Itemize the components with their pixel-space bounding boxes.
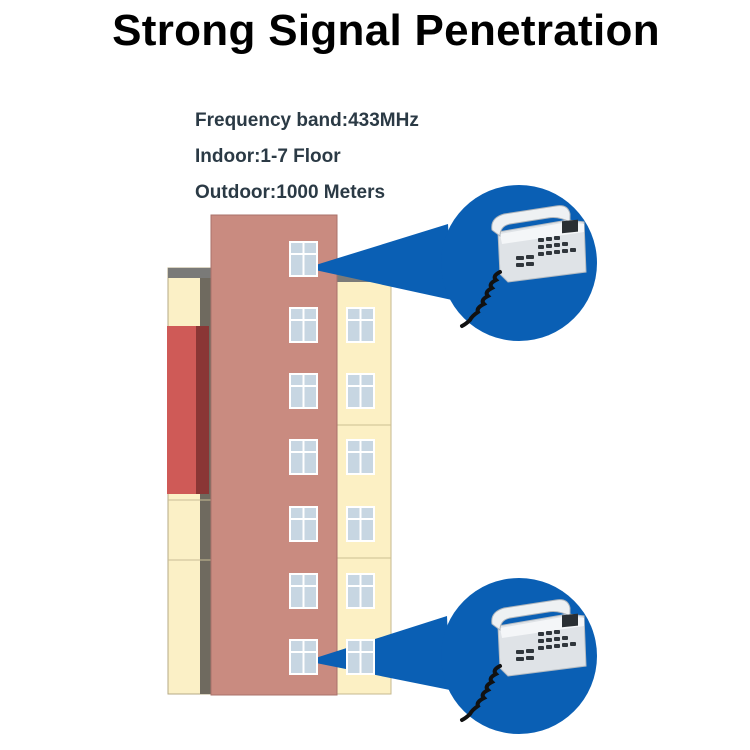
signal-beam-top — [306, 224, 452, 300]
signal-beam-bottom — [306, 616, 450, 690]
outdoor-range-label: Outdoor:1000 Meters — [195, 182, 386, 203]
indoor-range-label: Indoor:1-7 Floor — [195, 146, 341, 167]
page-title: Strong Signal Penetration — [112, 6, 660, 55]
main-tower — [210, 214, 338, 696]
frequency-band-label: Frequency band:433MHz — [195, 110, 419, 131]
